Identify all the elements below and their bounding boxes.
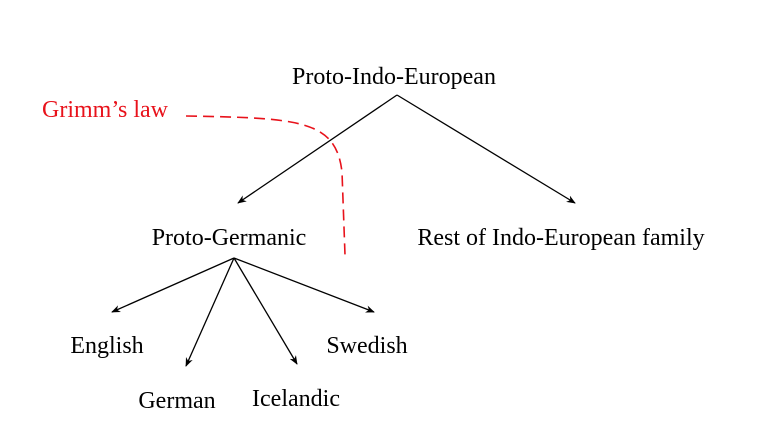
edge-germanic-icelandic (233, 257, 298, 365)
node-swedish: Swedish (326, 333, 407, 359)
node-rest-of-family: Rest of Indo-European family (417, 225, 704, 251)
edge-root-rest (396, 94, 576, 204)
node-proto-indo-european: Proto-Indo-European (292, 64, 496, 90)
grimms-law-boundary (185, 115, 346, 256)
node-english: English (70, 333, 143, 359)
edge-germanic-swedish (233, 257, 375, 313)
node-german: German (138, 388, 215, 414)
node-proto-germanic: Proto-Germanic (152, 225, 307, 251)
grimms-law-label: Grimm’s law (42, 97, 169, 123)
edge-root-germanic (237, 94, 398, 204)
edge-germanic-english (111, 257, 235, 313)
node-icelandic: Icelandic (252, 386, 340, 412)
edge-germanic-german (185, 257, 235, 367)
